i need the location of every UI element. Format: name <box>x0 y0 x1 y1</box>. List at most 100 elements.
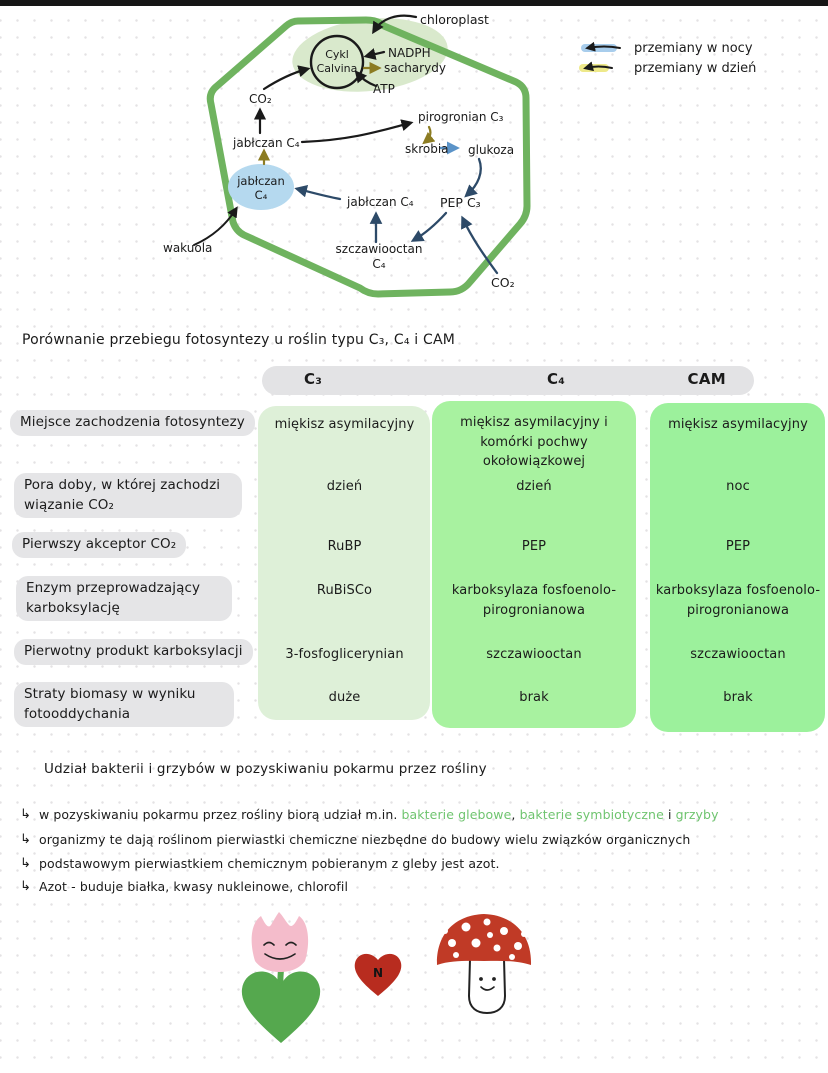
cell-cam-miejsce: miękisz asymilacyjny <box>668 417 808 432</box>
cell-c4-miejsce: miękisz asymilacyjny i komórki pochwy ok… <box>460 415 608 469</box>
arrow-jablczan-to-vacuole <box>294 185 342 201</box>
row-label-miejsce: Miejsce zachodzenia fotosyntezy <box>10 410 255 436</box>
bullet-3-text: podstawowym pierwiastkiem chemicznym pob… <box>39 856 500 871</box>
arrow-pep-to-szczawiooctan <box>410 211 448 242</box>
column-bg-c4 <box>432 401 636 728</box>
arrow-co2-to-cycle <box>262 65 311 91</box>
table-title: Porównanie przebiegu fotosyntezy u rośli… <box>22 332 456 348</box>
row-label-produkt: Pierwotny produkt karboksylacji <box>14 639 253 665</box>
label-glukoza: glukoza <box>468 143 514 157</box>
label-szczawiooctan-c4: C₄ <box>372 257 385 271</box>
row-label-akceptor: Pierwszy akceptor CO₂ <box>12 532 187 558</box>
mushroom-stem <box>467 958 507 1015</box>
heart-shape <box>354 953 402 996</box>
cell-c4-akceptor: PEP <box>521 539 547 554</box>
table-header-bar: C₃ C₄ CAM <box>262 366 754 395</box>
bullet-1: ↳ w pozyskiwaniu pokarmu przez rośliny b… <box>20 807 719 823</box>
bullet-4-text: Azot - buduje białka, kwasy nukleinowe, … <box>39 879 349 894</box>
legend-row-night: przemiany w nocy <box>578 38 756 58</box>
column-bg-c3 <box>258 406 430 720</box>
green-term-glebowe: bakterie glebowe <box>401 807 512 822</box>
row-label-pora: Pora doby, w której zachodzi wiązanie CO… <box>14 473 242 519</box>
arrow-co2-to-pep <box>461 215 499 275</box>
tulip-doodle <box>241 912 321 1043</box>
arrow-wakuola-pointer <box>193 206 238 246</box>
label-jablczan-mid: jabłczan C₄ <box>346 195 414 209</box>
cell-c3-enzym: RuBiSCo <box>316 583 373 598</box>
cell-cam-produkt: szczawiooctan <box>690 647 786 662</box>
night-arrow-icon <box>581 41 621 52</box>
label-cykl: Cykl <box>325 48 349 61</box>
label-sacharydy: sacharydy <box>384 61 446 75</box>
arrow-atp-to-cycle <box>354 70 378 88</box>
cell-c3-akceptor: RuBP <box>327 539 362 554</box>
bullet-2-text: organizmy te dają roślinom pierwiastki c… <box>39 832 691 847</box>
mushroom-eye-left <box>479 977 483 981</box>
cell-diagram: chloroplast Cykl Calvina NADPH sacharydy… <box>163 12 531 298</box>
green-term-symbiotyczne: bakterie symbiotyczne <box>519 807 664 822</box>
cell-c3-pora: dzień <box>326 479 363 494</box>
cell-c4-straty: brak <box>519 690 549 705</box>
cell-cam-pora: noc <box>726 479 750 494</box>
arrow-jablczan-to-pirogronian <box>300 119 414 144</box>
arrow-chloroplast-pointer <box>372 14 418 35</box>
calvin-cycle-circle <box>309 34 365 90</box>
label-pirogronian: pirogronian C₃ <box>418 110 504 124</box>
row-label-straty: Straty biomasy w wyniku fotooddychania <box>14 682 234 728</box>
label-szczawiooctan: szczawiooctan <box>336 242 423 256</box>
label-wakuola: wakuola <box>163 241 212 255</box>
tulip-smile <box>264 953 296 960</box>
tulip-flower <box>251 912 309 972</box>
cell-c3-miejsce: miękisz asymilacyjny <box>274 417 415 432</box>
bullet-1-text: w pozyskiwaniu pokarmu przez rośliny bio… <box>39 807 719 822</box>
heart-letter: N <box>373 966 383 980</box>
bullet-3: ↳ podstawowym pierwiastkiem chemicznym p… <box>20 856 500 872</box>
cell-membrane-outline <box>206 16 531 298</box>
arrow-glukoza-to-pep <box>464 157 482 198</box>
arrow-nadph-to-cycle <box>363 48 386 60</box>
column-bg-cam <box>650 403 825 732</box>
bullet-arrow-icon: ↳ <box>20 856 31 871</box>
column-header-c3: C₃ <box>304 370 323 388</box>
vacuole-blob <box>228 164 294 210</box>
mushroom-spots <box>442 918 527 960</box>
cell-cam-enzym: karboksylaza fosfoenolo-pirogronianowa <box>655 583 821 618</box>
mushroom-doodle <box>436 914 532 1015</box>
tulip-eye-right <box>285 941 297 946</box>
bullet-4: ↳ Azot - buduje białka, kwasy nukleinowe… <box>20 879 348 895</box>
doodles: N <box>241 912 532 1043</box>
legend-night-label: przemiany w nocy <box>634 40 753 56</box>
label-co2-bottom: CO₂ <box>491 275 515 290</box>
bullet-arrow-icon: ↳ <box>20 879 31 894</box>
cell-c4-produkt: szczawiooctan <box>486 647 582 662</box>
green-term-grzyby: grzyby <box>675 807 719 822</box>
label-vacuole-jablczan: jabłczan <box>236 174 285 188</box>
tulip-leaf-heart <box>241 971 321 1043</box>
cell-c3-straty: duże <box>328 690 361 705</box>
cell-cam-akceptor: PEP <box>725 539 751 554</box>
bullet-arrow-icon: ↳ <box>20 807 31 822</box>
bullet-arrow-icon: ↳ <box>20 832 31 847</box>
row-label-enzym: Enzym przeprowadzający karboksylację <box>16 576 232 622</box>
cell-c4-pora: dzień <box>516 479 552 494</box>
label-atp: ATP <box>373 82 395 96</box>
legend-row-day: przemiany w dzień <box>578 58 756 78</box>
cell-c4-enzym: karboksylaza fosfoenolo-pirogronianowa <box>451 583 617 618</box>
arrow-pirogronian-to-skrobia <box>422 125 436 145</box>
mushroom-smile <box>480 986 495 991</box>
label-calvina: Calvina <box>317 62 358 75</box>
bacteria-heading: Udział bakterii i grzybów w pozyskiwaniu… <box>44 761 487 777</box>
label-chloroplast: chloroplast <box>420 12 489 27</box>
label-skrobia: skrobia <box>405 142 449 156</box>
column-header-cam: CAM <box>687 370 726 388</box>
column-header-c4: C₄ <box>547 370 566 388</box>
day-arrow-icon <box>579 61 613 72</box>
bullet-2: ↳ organizmy te dają roślinom pierwiastki… <box>20 832 690 848</box>
mushroom-cap <box>436 914 532 965</box>
tulip-eye-left <box>263 941 275 946</box>
legend-day-label: przemiany w dzień <box>634 60 757 76</box>
cell-cam-straty: brak <box>723 690 753 705</box>
nitrogen-heart-doodle: N <box>354 953 402 996</box>
label-pep: PEP C₃ <box>440 195 481 210</box>
